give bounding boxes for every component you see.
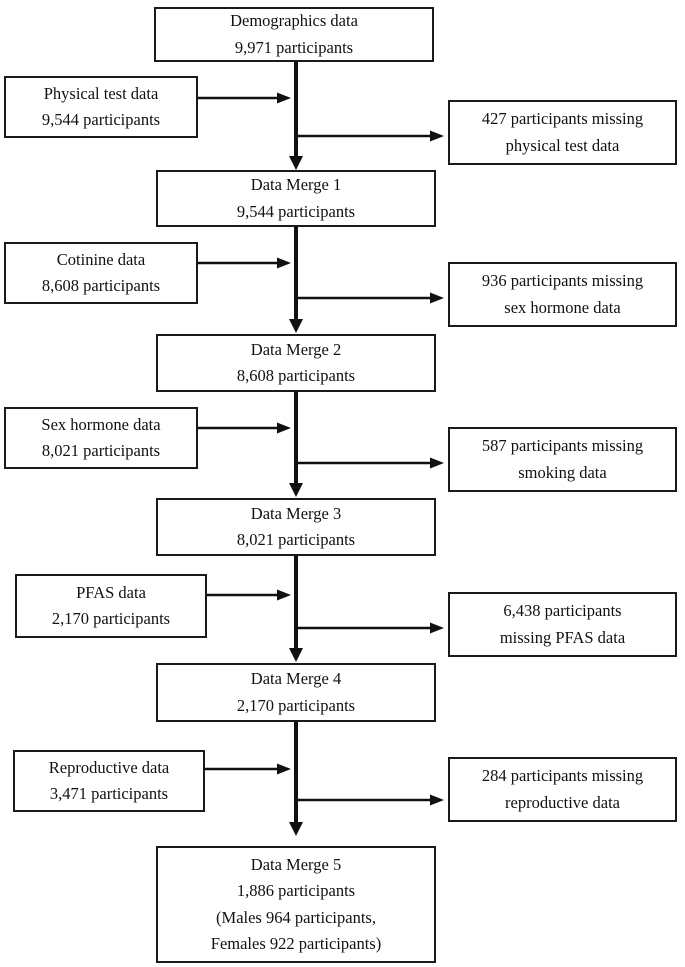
arrow-merge2-to-merge3 [289, 392, 303, 497]
excluded-box-pfas: 6,438 participants missing PFAS data [448, 592, 677, 657]
box-line: Females 922 participants) [210, 933, 382, 953]
merge-box-1: Data Merge 1 9,544 participants [156, 170, 436, 227]
box-line: smoking data [518, 462, 607, 482]
box-line: 8,608 participants [41, 276, 161, 295]
box-line: 427 participants missing [481, 109, 644, 129]
box-line: Data Merge 5 [250, 855, 342, 875]
box-line: Cotinine data [56, 249, 146, 269]
arrow-merge3-to-merge4 [289, 556, 303, 662]
arrow-start-to-merge1 [289, 62, 303, 170]
box-line: physical test data [505, 135, 620, 155]
box-line: 8,608 participants [236, 366, 356, 385]
input-box-cotinine: Cotinine data 8,608 participants [4, 242, 198, 304]
arrow-merge1-to-merge2 [289, 227, 303, 333]
merge-box-5-final: Data Merge 5 1,886 participants (Males 9… [156, 846, 436, 963]
box-line: Data Merge 1 [250, 175, 342, 195]
box-line: 9,971 participants [234, 37, 354, 57]
box-line: PFAS data [76, 582, 146, 602]
box-line: 2,170 participants [51, 609, 171, 628]
merge-box-4: Data Merge 4 2,170 participants [156, 663, 436, 722]
box-line: Data Merge 2 [250, 339, 342, 359]
input-box-sex-hormone: Sex hormone data 8,021 participants [4, 407, 198, 469]
box-line: 284 participants missing [481, 766, 644, 786]
box-line: 8,021 participants [41, 441, 161, 460]
arrow-merge4-to-merge5 [289, 722, 303, 836]
box-line: 8,021 participants [236, 530, 356, 549]
arrow-flow-to-excluded1 [298, 130, 444, 142]
excluded-box-physical-test: 427 participants missing physical test d… [448, 100, 677, 165]
box-line: Data Merge 3 [250, 503, 342, 523]
box-line: 3,471 participants [49, 784, 169, 803]
arrow-input4-to-flow [207, 589, 291, 601]
box-line: Sex hormone data [41, 414, 161, 434]
box-line: 2,170 participants [236, 695, 356, 715]
box-line: 9,544 participants [41, 110, 161, 129]
input-box-physical-test: Physical test data 9,544 participants [4, 76, 198, 138]
merge-box-3: Data Merge 3 8,021 participants [156, 498, 436, 556]
box-line: Data Merge 4 [250, 669, 342, 689]
start-box-demographics: Demographics data 9,971 participants [154, 7, 434, 62]
arrow-input1-to-flow [198, 92, 291, 104]
box-line: 9,544 participants [236, 201, 356, 221]
box-line: 1,886 participants [236, 881, 356, 901]
excluded-box-sex-hormone: 936 participants missing sex hormone dat… [448, 262, 677, 327]
box-line: (Males 964 participants, [216, 907, 376, 927]
input-box-pfas: PFAS data 2,170 participants [15, 574, 207, 638]
input-box-reproductive: Reproductive data 3,471 participants [13, 750, 205, 812]
box-line: 587 participants missing [481, 436, 644, 456]
box-line: Reproductive data [48, 757, 170, 777]
arrow-input2-to-flow [198, 257, 291, 269]
box-line: Physical test data [43, 83, 159, 103]
box-line: 6,438 participants [503, 601, 622, 621]
arrow-flow-to-excluded3 [298, 457, 444, 469]
arrow-flow-to-excluded4 [298, 622, 444, 634]
excluded-box-smoking: 587 participants missing smoking data [448, 427, 677, 492]
arrow-flow-to-excluded5 [298, 794, 444, 806]
arrow-input3-to-flow [198, 422, 291, 434]
box-line: Demographics data [230, 11, 358, 31]
excluded-box-reproductive: 284 participants missing reproductive da… [448, 757, 677, 822]
merge-box-2: Data Merge 2 8,608 participants [156, 334, 436, 392]
box-line: 936 participants missing [481, 271, 644, 291]
arrow-input5-to-flow [205, 763, 291, 775]
box-line: sex hormone data [504, 297, 621, 317]
box-line: reproductive data [505, 792, 620, 812]
box-line: missing PFAS data [499, 627, 626, 647]
arrow-flow-to-excluded2 [298, 292, 444, 304]
